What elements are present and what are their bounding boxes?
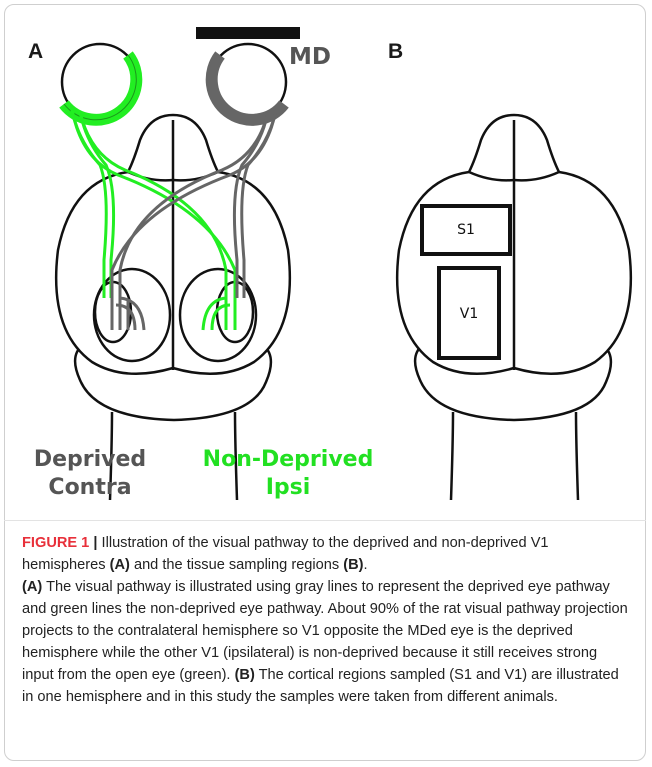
legend-nondeprived-line2: Ipsi <box>200 474 376 502</box>
caption-p1-text2: and the tissue sampling regions <box>134 557 339 573</box>
legend-deprived-line2: Contra <box>28 474 152 502</box>
brain-diagrams: S1 V1 <box>0 0 652 520</box>
caption-p1-ref-a: (A) <box>110 557 130 573</box>
brain-b <box>397 115 631 500</box>
legend-nondeprived: Non-Deprived Ipsi <box>200 446 376 502</box>
legend-deprived: Deprived Contra <box>28 446 152 502</box>
v1-label: V1 <box>460 306 478 322</box>
legend-deprived-line1: Deprived <box>28 446 152 474</box>
caption-p1-end: . <box>364 557 368 573</box>
legend-nondeprived-line1: Non-Deprived <box>200 446 376 474</box>
caption-p1-ref-b: (B) <box>343 557 363 573</box>
brain-a <box>56 115 290 500</box>
figure-caption: FIGURE 1 | Illustration of the visual pa… <box>22 532 632 708</box>
eye-right <box>210 44 286 120</box>
figure-illustration: A B MD <box>0 0 652 520</box>
caption-p3-ref-b: (B) <box>235 667 255 683</box>
caption-p2-ref-a: (A) <box>22 579 42 595</box>
caption-title: FIGURE 1 <box>22 535 89 551</box>
eye-left <box>62 44 138 120</box>
caption-divider <box>4 520 646 521</box>
caption-separator: | <box>93 535 97 551</box>
s1-label: S1 <box>457 222 475 238</box>
